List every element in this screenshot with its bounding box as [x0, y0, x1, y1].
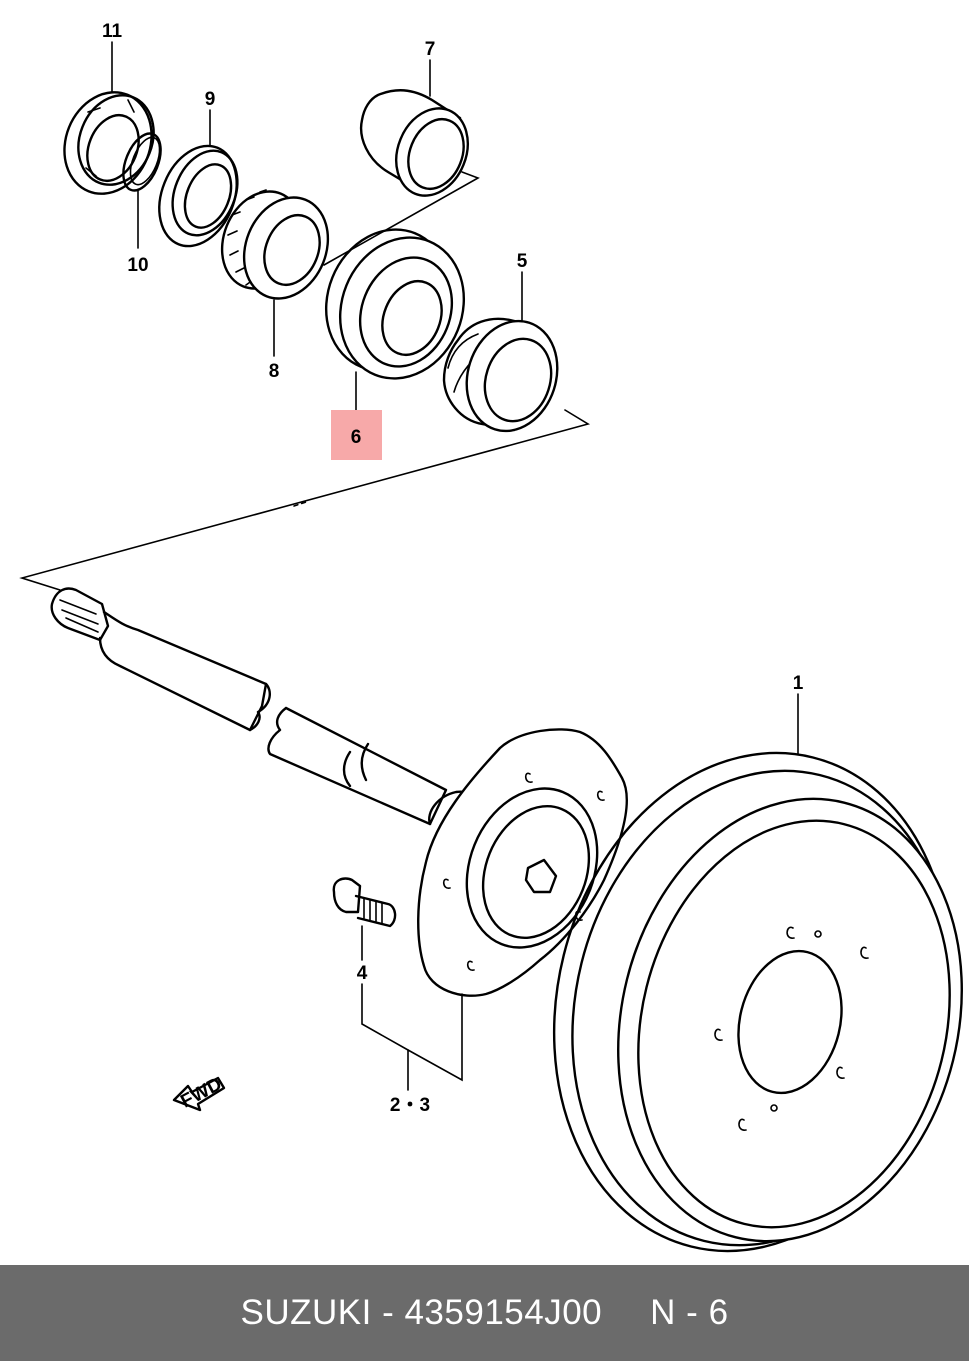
part-9-seal	[158, 144, 239, 248]
caption-separator: -	[382, 1293, 395, 1332]
label-11: 11	[102, 21, 123, 42]
label-4: 4	[357, 963, 368, 984]
part-11-seal	[63, 91, 155, 195]
axle-shaft	[50, 587, 448, 826]
part-6-bearing	[324, 228, 466, 380]
part-4-wheel-stud	[332, 877, 397, 928]
brand-name: SUZUKI	[240, 1293, 372, 1332]
part-1-brake-drum	[552, 751, 963, 1253]
part-7-sleeve	[359, 89, 469, 197]
part-5-cup	[442, 317, 559, 433]
leader-2-3	[407, 993, 463, 1091]
group-bracket-lower	[19, 409, 591, 591]
label-10: 10	[127, 255, 148, 276]
label-2-3: 2・3	[390, 1095, 430, 1116]
part-number: 4359154J00	[404, 1293, 603, 1332]
position-prefix: N	[650, 1293, 676, 1332]
part-10-snap-ring	[122, 132, 162, 192]
label-1: 1	[793, 673, 804, 694]
leader-4	[361, 925, 409, 1051]
label-9: 9	[205, 89, 216, 110]
position-number: 6	[708, 1293, 729, 1332]
label-5: 5	[517, 251, 528, 272]
fwd-arrow-icon: FWD	[172, 1074, 225, 1113]
part-2-3-hub-flange	[417, 728, 629, 997]
label-6: 6	[351, 427, 362, 448]
position-separator: -	[686, 1293, 699, 1332]
part-caption-bar: SUZUKI - 4359154J00 N - 6	[0, 1265, 969, 1361]
label-7: 7	[425, 39, 436, 60]
highlight-box-6	[331, 410, 382, 460]
exploded-parts-diagram: FWD 11 9 10 7 8 6 5 1 4 2・3	[19, 21, 963, 1253]
part-8-bearing	[220, 189, 330, 300]
fwd-arrow-label: FWD	[177, 1074, 225, 1113]
group-bracket-upper	[323, 171, 480, 266]
label-8: 8	[269, 361, 280, 382]
